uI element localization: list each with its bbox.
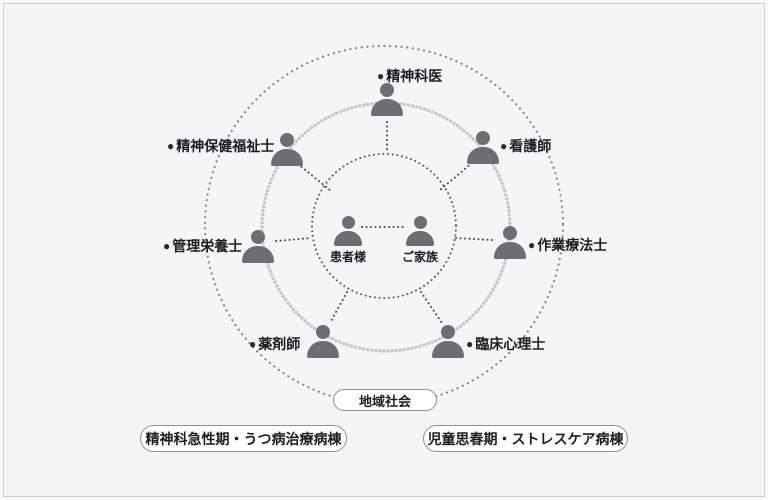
person-icon-pharmacist <box>307 325 339 358</box>
connector-clinical-psychologist <box>420 291 443 324</box>
person-head <box>316 325 330 339</box>
person-torso <box>467 147 499 164</box>
role-label-text: 薬剤師 <box>258 336 301 352</box>
role-label-text: 作業療法士 <box>537 237 608 253</box>
bullet-icon: ● <box>167 139 175 153</box>
person-head <box>476 131 490 145</box>
person-torso <box>432 341 464 358</box>
role-label-social-worker: ●精神保健福祉士 <box>167 136 274 156</box>
role-label-nurse: ●看護師 <box>500 136 551 156</box>
person-icon-occupational-therapist <box>494 226 526 259</box>
patient-label: 患者様 <box>329 250 367 264</box>
ward-pill-psychiatric-acute: 精神科急性期・うつ病治療病棟 <box>140 425 347 452</box>
role-label-occupational-therapist: ●作業療法士 <box>528 235 607 255</box>
bullet-icon: ● <box>249 337 257 351</box>
person-head <box>503 226 517 240</box>
role-label-text: 管理栄養士 <box>172 238 243 254</box>
person-icon-nurse <box>467 131 499 164</box>
role-label-text: 精神保健福祉士 <box>176 138 275 154</box>
family-label: ご家族 <box>401 250 439 264</box>
connector-occupational-therapist <box>455 237 493 241</box>
person-torso <box>334 231 362 246</box>
role-label-clinical-psychologist: ●臨床心理士 <box>466 334 545 354</box>
person-icon-social-worker <box>271 133 303 166</box>
role-label-psychiatrist: ●精神科医 <box>377 66 442 86</box>
person-head <box>280 133 294 147</box>
person-head <box>441 325 455 339</box>
person-icon-family <box>406 216 434 246</box>
connector-pharmacist <box>329 291 348 324</box>
person-torso <box>271 149 303 166</box>
community-circle <box>203 44 565 406</box>
community-pill: 地域社会 <box>333 389 437 411</box>
person-head <box>380 83 394 97</box>
patient-circle <box>311 153 457 299</box>
connector-lines <box>275 121 493 324</box>
role-label-text: 臨床心理士 <box>475 336 546 352</box>
person-icon-dietitian <box>242 230 274 263</box>
role-label-text: 看護師 <box>509 138 552 154</box>
person-torso <box>494 242 526 259</box>
person-head <box>341 216 355 229</box>
person-head <box>413 216 427 229</box>
bullet-icon: ● <box>500 139 508 153</box>
connector-social-worker <box>297 163 332 192</box>
person-torso <box>406 231 434 246</box>
person-head <box>251 230 265 244</box>
person-icon-psychiatrist <box>371 83 403 116</box>
role-label-dietitian: ●管理栄養士 <box>163 236 242 256</box>
connector-nurse <box>439 162 473 191</box>
bullet-icon: ● <box>528 238 536 252</box>
role-label-text: 精神科医 <box>386 68 443 84</box>
person-torso <box>371 99 403 116</box>
ward-pill-child-adolescent: 児童思春期・ストレスケア病棟 <box>423 425 628 452</box>
person-icon-clinical-psychologist <box>432 325 464 358</box>
person-icon-patient <box>334 216 362 246</box>
connector-dietitian <box>275 237 312 242</box>
role-label-pharmacist: ●薬剤師 <box>249 334 300 354</box>
bullet-icon: ● <box>466 337 474 351</box>
person-torso <box>307 341 339 358</box>
bullet-icon: ● <box>377 69 385 83</box>
person-torso <box>242 246 274 263</box>
bullet-icon: ● <box>163 239 171 253</box>
